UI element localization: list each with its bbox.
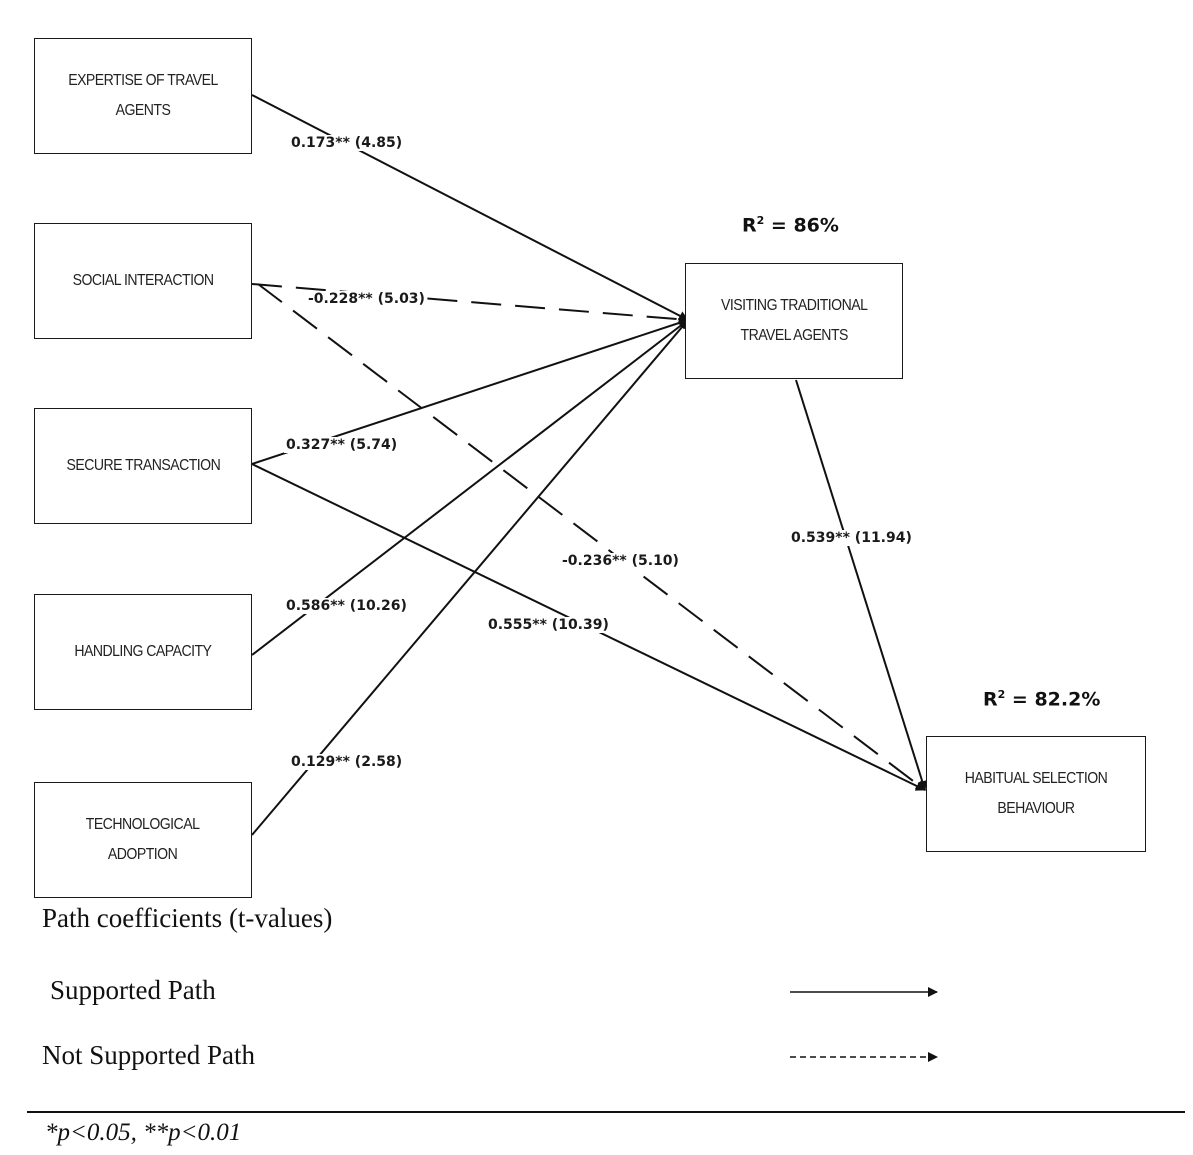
node-handling-capacity: HANDLING CAPACITY [34, 594, 252, 710]
node-technological-adoption: TECHNOLOGICAL ADOPTION [34, 782, 252, 898]
coef-visiting-habitual: 0.539** (11.94) [789, 530, 914, 546]
significance-note: *p<0.05, **p<0.01 [45, 1119, 242, 1146]
coef-social-habitual: -0.236** (5.10) [560, 553, 681, 569]
footnote-divider [27, 1111, 1185, 1113]
coef-secure-habitual: 0.555** (10.39) [486, 617, 611, 633]
legend-title: Path coefficients (t-values) [42, 903, 333, 933]
path-expertise-to-visiting [251, 94, 689, 321]
legend-not-supported-label: Not Supported Path [42, 1040, 255, 1070]
node-habitual-selection: HABITUAL SELECTION BEHAVIOUR [926, 736, 1146, 852]
coef-secure-visiting: 0.327** (5.74) [284, 437, 400, 453]
legend-supported-label: Supported Path [50, 975, 216, 1005]
path-visiting-to-habitual [795, 379, 928, 791]
coef-social-visiting: -0.228** (5.03) [306, 291, 427, 307]
path-social-to-habitual [257, 283, 926, 791]
node-secure-transaction: SECURE TRANSACTION [34, 408, 252, 524]
node-social-interaction: SOCIAL INTERACTION [34, 223, 252, 339]
r2-visiting: R2 = 86% [742, 214, 839, 237]
node-expertise: EXPERTISE OF TRAVEL AGENTS [34, 38, 252, 154]
node-visiting-traditional: VISITING TRADITIONAL TRAVEL AGENTS [685, 263, 903, 379]
path-tech-to-visiting [251, 319, 689, 836]
coef-tech-visiting: 0.129** (2.58) [289, 754, 405, 770]
coef-expertise-visiting: 0.173** (4.85) [289, 135, 405, 151]
r2-habitual: R2 = 82.2% [983, 688, 1101, 711]
path-social-to-visiting [251, 283, 689, 325]
coef-handling-visiting: 0.586** (10.26) [284, 598, 409, 614]
